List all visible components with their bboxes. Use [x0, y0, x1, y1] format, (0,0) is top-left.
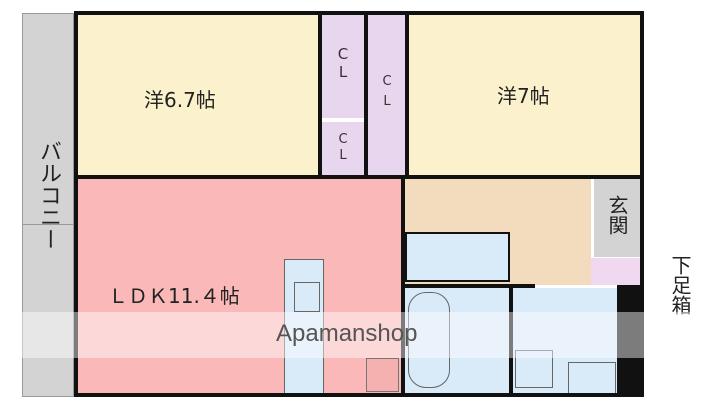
ldk	[76, 179, 401, 395]
toilet	[405, 232, 510, 282]
wall-bottom	[74, 393, 644, 397]
wall-mid-horizontal	[74, 175, 644, 179]
watermark-band	[20, 312, 720, 358]
wall-left	[74, 11, 78, 397]
wash-basin	[568, 362, 616, 394]
ldk-label: ＬＤＫ11.４帖	[108, 284, 240, 308]
watermark: Apamanshop	[276, 320, 418, 347]
wall-right	[640, 11, 644, 397]
wall-top	[74, 11, 644, 15]
bathtub	[408, 292, 450, 388]
kitchen-counter	[284, 259, 324, 395]
closet-2	[322, 122, 364, 176]
entrance	[594, 179, 642, 257]
shoe-box-label: 下足箱	[668, 255, 692, 315]
balcony-label: バルコニー	[36, 140, 61, 250]
closet-3	[368, 14, 406, 176]
entrance-label: 玄関	[605, 195, 629, 235]
wall-bath-right	[509, 284, 513, 397]
closet-1	[322, 14, 364, 118]
pipe-shaft	[617, 285, 642, 395]
western-room-6-7-label: 洋6.7帖	[144, 88, 216, 112]
wall-bath-top	[405, 284, 535, 288]
western-room-7	[409, 14, 642, 176]
wall-closet-3	[405, 11, 409, 179]
wall-ldk-right	[401, 179, 405, 397]
wall-closet-1	[318, 11, 322, 179]
wall-closet-2	[364, 11, 368, 179]
shoe-box	[591, 258, 642, 285]
western-room-7-label: 洋7帖	[497, 84, 550, 108]
kitchen-sink	[294, 282, 320, 312]
western-room-6-7	[76, 14, 319, 176]
balcony-lower	[22, 225, 74, 397]
washroom	[513, 288, 617, 395]
balcony	[22, 13, 74, 225]
fridge-space	[366, 358, 399, 392]
washing-machine-space	[515, 350, 553, 388]
